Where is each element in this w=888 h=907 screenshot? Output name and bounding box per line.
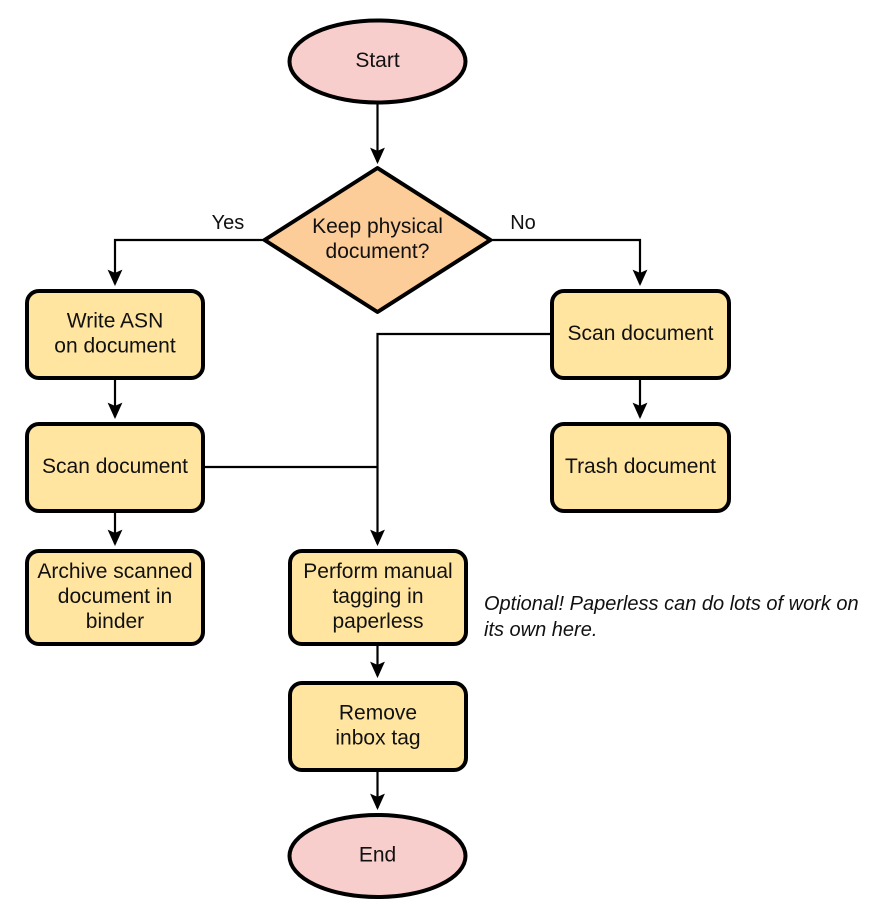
node-shape-manual-tagging [288,549,468,646]
node-trash[interactable]: Trash document [550,422,731,513]
node-label-scan-right: Scan document [568,322,714,345]
node-shape-remove-inbox [288,681,468,772]
edges-layer [107,103,648,811]
edge-decision-no-to-scan-right [491,238,648,287]
node-start[interactable]: Start [287,18,468,105]
node-label-manual-tagging: Perform manual [303,560,452,583]
node-label-archive: Archive scanned [37,560,192,583]
node-shape-scan-left [25,422,205,513]
edge-labels-layer: Yes No [212,212,536,234]
node-end[interactable]: End [287,813,468,899]
node-label-remove-inbox: Remove [339,702,417,725]
node-label-archive: binder [86,610,144,633]
node-shape-trash [550,422,731,513]
node-label-write-asn: Write ASN [67,310,163,333]
edge-scan-right-to-manual-tagging [370,332,552,547]
annotation-optional-note: its own here. [484,619,597,641]
node-label-manual-tagging: tagging in [332,585,423,608]
node-label-end: End [359,844,396,867]
annotations-layer: Optional! Paperless can do lots of work … [484,593,859,641]
node-label-write-asn: on document [54,335,176,358]
edge-decision-yes-to-write-asn [107,238,264,287]
node-shape-end [287,813,468,899]
node-label-scan-left: Scan document [42,455,188,478]
node-shape-scan-right [550,289,731,380]
node-shape-decision [262,166,493,314]
node-shape-write-asn [25,289,205,380]
node-scan-right[interactable]: Scan document [550,289,731,380]
node-label-remove-inbox: inbox tag [335,727,420,750]
annotation-optional-note: Optional! Paperless can do lots of work … [484,593,859,615]
node-scan-left[interactable]: Scan document [25,422,205,513]
node-label-manual-tagging: paperless [332,610,423,633]
node-shape-archive [25,549,205,646]
edge-label-decision-yes-to-write-asn: Yes [212,212,245,234]
node-label-decision: document? [326,240,430,263]
node-label-trash: Trash document [565,455,716,478]
edge-label-decision-no-to-scan-right: No [510,212,536,234]
node-label-start: Start [355,49,400,72]
node-label-decision: Keep physical [312,215,443,238]
node-shape-start [287,18,468,105]
node-label-archive: document in [58,585,172,608]
